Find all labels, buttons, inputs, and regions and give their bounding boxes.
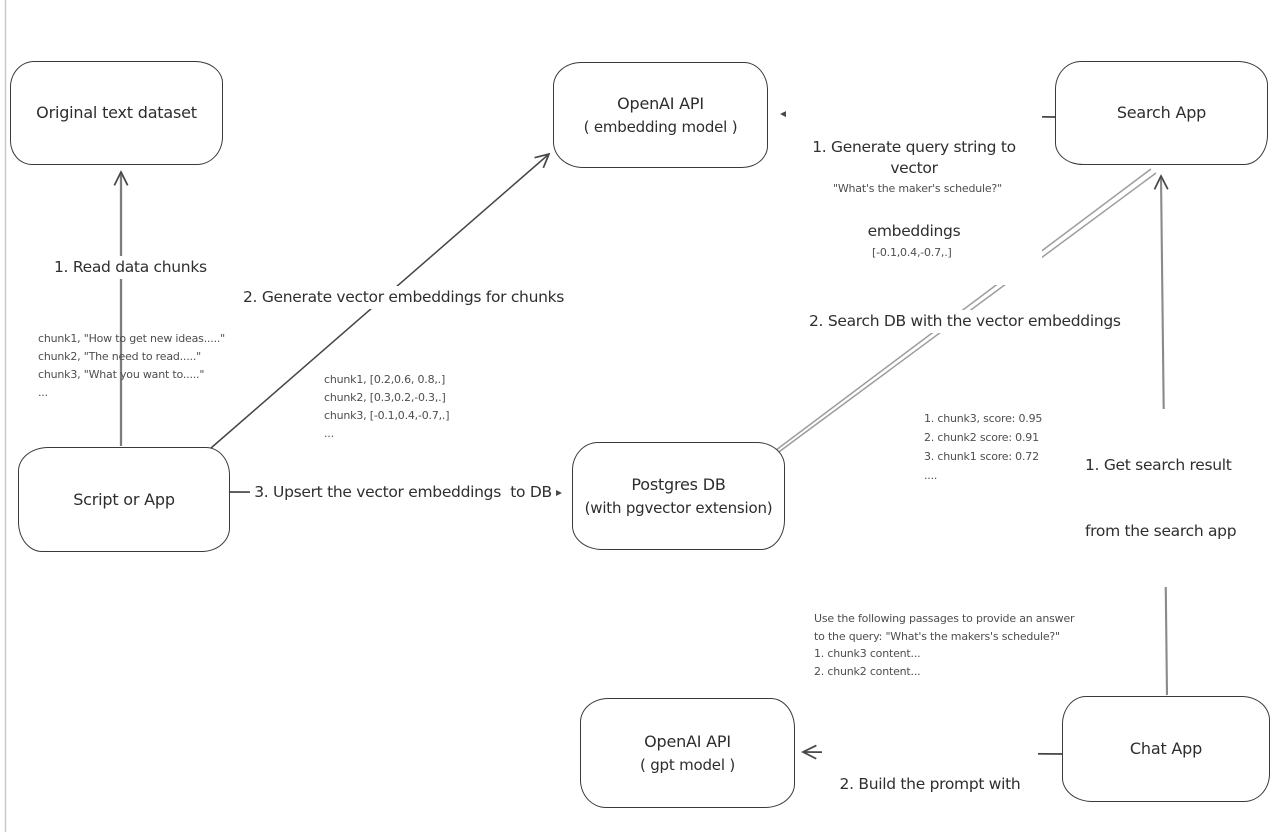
step-label-build-prompt: 2. Build the prompt with search result <box>822 731 1038 832</box>
node-label: Script or App <box>73 489 175 509</box>
node-sublabel: ( embedding model ) <box>583 117 738 136</box>
node-label: Search App <box>1116 103 1207 122</box>
step-label-search-db: 2. Search DB with the vector embeddings <box>806 310 1124 333</box>
node-openai-gpt-api: OpenAI API ( gpt model ) <box>580 698 795 808</box>
annotation-chunk-vectors: chunk1, [0.2,0.6, 0.8,.] chunk2, [0.3,0.… <box>324 371 450 443</box>
annotation-line: 2. chunk2 content... <box>814 664 921 678</box>
step-label-generate-query: 1. Generate query string to vector embed… <box>786 94 1042 285</box>
annotation-line: 2. chunk2 score: 0.91 <box>924 431 1039 444</box>
annotation-prompt-text: Use the following passages to provide an… <box>814 610 1075 680</box>
node-label: OpenAI API <box>644 731 731 751</box>
annotation-query-vector: [-0.1,0.4,-0.7,.] <box>872 246 952 259</box>
step-label-upsert-to-db: 3. Upsert the vector embeddings to DB <box>250 481 556 504</box>
step-label-generate-embeddings: 2. Generate vector embeddings for chunks <box>240 286 568 309</box>
node-openai-embedding-api: OpenAI API ( embedding model ) <box>553 62 768 168</box>
annotation-query-string: "What's the maker's schedule?" <box>833 182 1002 195</box>
node-sublabel: ( gpt model ) <box>639 755 736 774</box>
node-search-app: Search App <box>1055 61 1268 165</box>
annotation-line: chunk2, "The need to read....." <box>38 350 201 363</box>
annotation-line: 3. chunk1 score: 0.72 <box>924 450 1039 463</box>
annotation-line: chunk1, [0.2,0.6, 0.8,.] <box>324 373 446 386</box>
annotation-line: chunk1, "How to get new ideas....." <box>38 332 226 345</box>
step-label-line: from the search app <box>1085 522 1237 540</box>
annotation-line: chunk3, "What you want to....." <box>38 368 205 381</box>
node-original-text-dataset: Original text dataset <box>10 61 223 165</box>
annotation-line: .... <box>924 469 938 482</box>
annotation-search-scores: 1. chunk3, score: 0.95 2. chunk2 score: … <box>924 409 1042 485</box>
annotation-line: Use the following passages to provide an… <box>814 612 1075 625</box>
annotation-line: to the query: "What's the makers's sched… <box>814 629 1060 643</box>
node-label: Postgres DB <box>631 474 726 494</box>
annotation-line: chunk3, [-0.1,0.4,-0.7,.] <box>324 409 450 422</box>
step-label-read-data-chunks: 1. Read data chunks <box>51 256 210 279</box>
node-sublabel: (with pgvector extension) <box>584 498 773 517</box>
node-label: Original text dataset <box>36 103 197 122</box>
step-label-line: 2. Build the prompt with <box>839 775 1021 793</box>
annotation-line: ... <box>324 427 334 440</box>
annotation-chunk-texts: chunk1, "How to get new ideas....." chun… <box>38 330 225 402</box>
node-chat-app: Chat App <box>1062 696 1270 802</box>
node-label: OpenAI API <box>617 93 704 113</box>
annotation-line: ... <box>38 386 48 399</box>
annotation-line: chunk2, [0.3,0.2,-0.3,.] <box>324 391 446 404</box>
annotation-line: 1. chunk3, score: 0.95 <box>924 412 1043 425</box>
node-postgres-db: Postgres DB (with pgvector extension) <box>572 442 785 550</box>
step-label-line: 1. Generate query string to vector <box>812 138 1021 177</box>
annotation-line: 1. chunk3 content... <box>814 647 921 660</box>
step-label-line: 1. Get search result <box>1085 456 1232 474</box>
step-label-line: embeddings <box>867 222 961 240</box>
step-label-get-search-result: 1. Get search result from the search app <box>1082 409 1260 587</box>
node-script-or-app: Script or App <box>18 447 230 552</box>
node-label: Chat App <box>1129 739 1203 758</box>
